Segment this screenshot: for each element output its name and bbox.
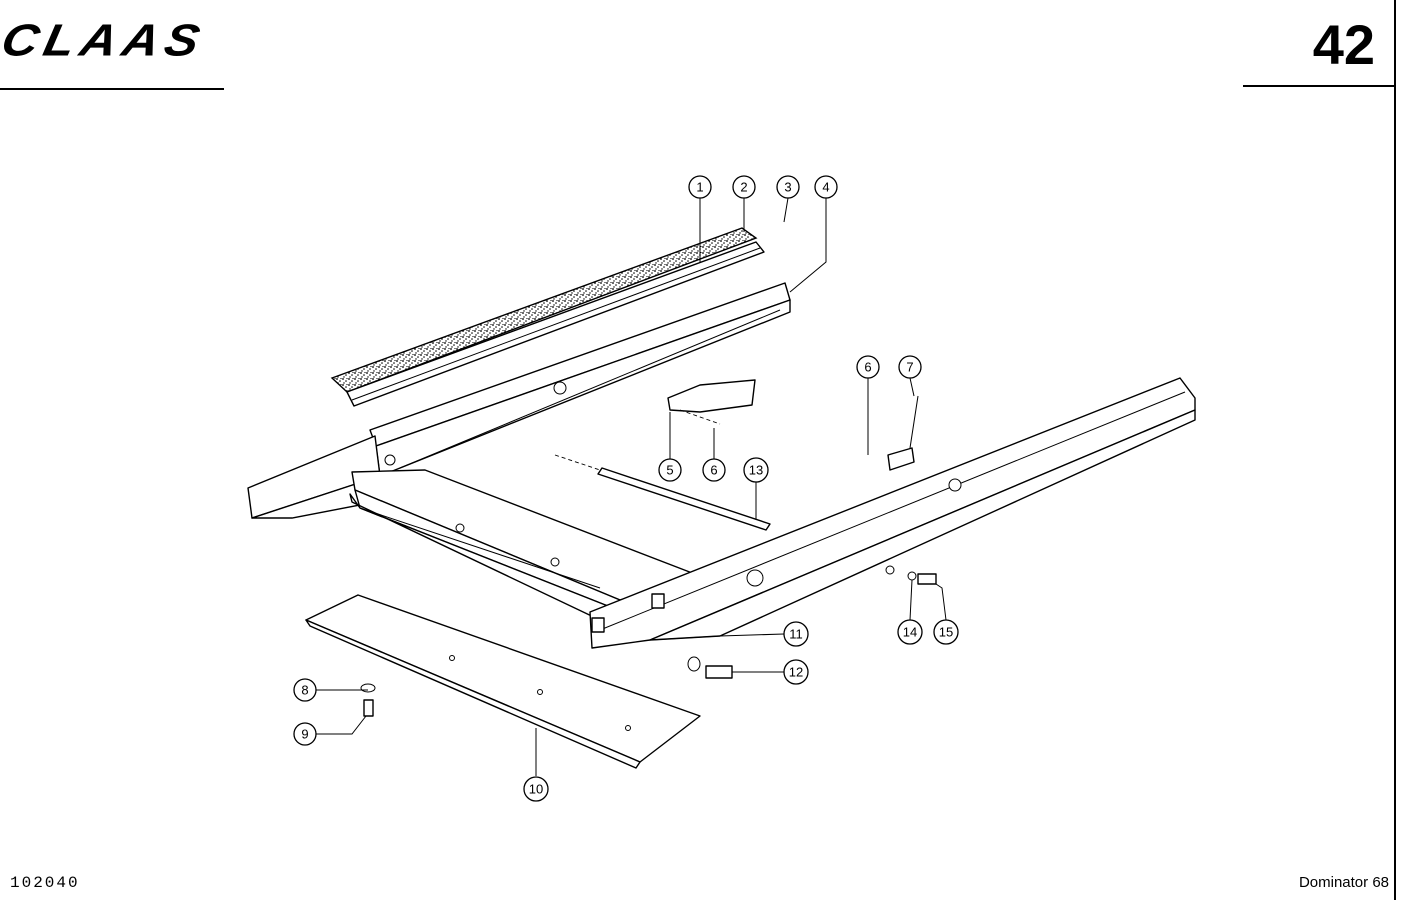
callout-11: 11 — [783, 621, 809, 647]
callout-12: 12 — [783, 659, 809, 685]
callout-6a: 6 — [702, 458, 726, 482]
callout-6b: 6 — [856, 355, 880, 379]
page-number: 42 — [1312, 13, 1375, 76]
document-code: 102040 — [10, 874, 80, 892]
svg-text:10: 10 — [529, 782, 543, 797]
callout-9: 9 — [293, 722, 317, 746]
callout-4: 4 — [814, 175, 838, 199]
svg-text:6: 6 — [864, 360, 871, 375]
svg-text:14: 14 — [903, 625, 917, 640]
right-side-member — [589, 377, 1196, 649]
callout-14: 14 — [897, 619, 923, 645]
svg-text:1: 1 — [696, 180, 703, 195]
svg-text:15: 15 — [939, 625, 953, 640]
part-2-rubber-strip — [330, 227, 758, 393]
page-number-underline — [1243, 85, 1395, 87]
callout-5: 5 — [658, 458, 682, 482]
callout-10: 10 — [523, 776, 549, 802]
svg-text:5: 5 — [666, 463, 673, 478]
callout-13: 13 — [743, 457, 769, 483]
logo-underline — [0, 88, 224, 90]
part-5-bracket — [667, 379, 756, 425]
callout-8: 8 — [293, 678, 317, 702]
svg-text:12: 12 — [789, 665, 803, 680]
part-13-shaft — [554, 454, 771, 531]
svg-text:8: 8 — [301, 683, 308, 698]
leader-lines — [316, 197, 947, 776]
part-1-clamp-strip — [346, 241, 765, 407]
part-7-bracket — [887, 395, 919, 471]
callout-1: 1 — [688, 175, 712, 199]
svg-text:2: 2 — [740, 180, 747, 195]
svg-text:3: 3 — [784, 180, 791, 195]
svg-text:13: 13 — [749, 463, 763, 478]
part-10-bottom-plate — [305, 594, 701, 769]
callout-2: 2 — [732, 175, 756, 199]
svg-text:11: 11 — [789, 627, 803, 642]
part-4-upper-beam — [369, 282, 791, 477]
right-border-line — [1394, 0, 1396, 900]
svg-text:6: 6 — [710, 463, 717, 478]
svg-text:9: 9 — [301, 727, 308, 742]
svg-text:7: 7 — [906, 360, 913, 375]
frame-cross-member — [349, 469, 701, 621]
svg-text:4: 4 — [822, 180, 829, 195]
callout-15: 15 — [933, 619, 959, 645]
model-name: Dominator 68 — [1298, 874, 1389, 891]
callout-7: 7 — [898, 355, 922, 379]
callout-3: 3 — [776, 175, 800, 199]
